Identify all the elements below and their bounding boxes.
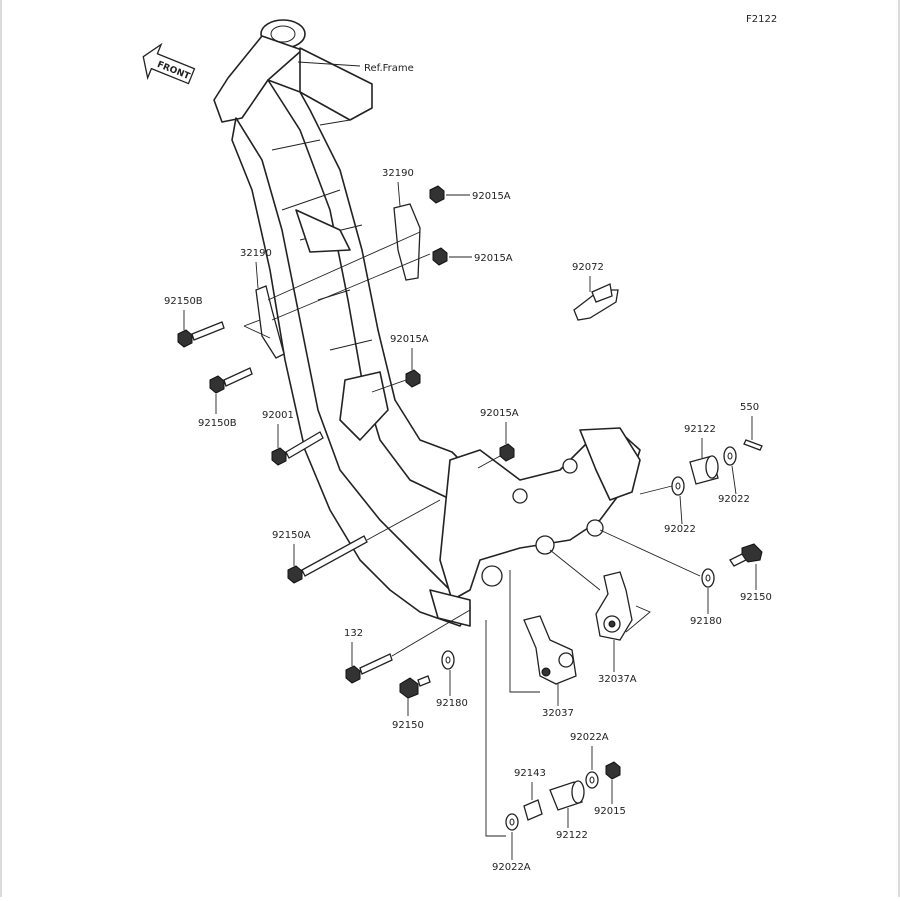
diagram-code: F2122	[746, 14, 777, 25]
part-92150-bottom: 92150	[392, 720, 424, 731]
bolt-92150-right	[729, 543, 763, 567]
washer-92022-right	[723, 446, 737, 466]
part-92150-right: 92150	[740, 592, 772, 603]
main-frame	[213, 19, 641, 627]
part-92001: 92001	[262, 410, 294, 421]
bolt-92001	[271, 431, 324, 466]
washer-92022-right-2	[671, 476, 685, 496]
bolt-92150B-2	[209, 367, 253, 394]
nut-92015A-3	[405, 369, 421, 388]
part-92143: 92143	[514, 768, 546, 779]
ref-frame-label: Ref.Frame	[364, 63, 414, 74]
washer-92022A-1	[585, 771, 599, 789]
right-border	[898, 0, 900, 897]
bolt-132	[345, 653, 393, 684]
bracket-32037	[523, 615, 577, 685]
front-arrow-icon: FRONT	[142, 42, 196, 85]
part-92015A-1: 92015A	[472, 191, 511, 202]
part-92022-right: 92022	[718, 494, 750, 505]
part-92022-right-2: 92022	[664, 524, 696, 535]
pin-550	[743, 439, 763, 451]
part-32190-left: 32190	[240, 248, 272, 259]
part-92022A-1: 92022A	[570, 732, 609, 743]
part-32190-top: 32190	[382, 168, 414, 179]
collar-92122-bottom	[549, 780, 585, 811]
spacer-92143	[523, 799, 543, 821]
washer-92180-bottom	[441, 650, 455, 670]
nut-92015A-4	[499, 443, 515, 462]
collar-92122-right	[689, 455, 719, 485]
nut-92015	[605, 761, 621, 780]
clamp-92072	[573, 283, 619, 321]
left-border	[0, 0, 2, 897]
bolt-92150A	[287, 535, 368, 584]
bolt-92150B-1	[177, 321, 225, 348]
part-92150B-2: 92150B	[198, 418, 237, 429]
part-92180-right: 92180	[690, 616, 722, 627]
bolt-92150-bottom	[399, 675, 431, 699]
part-92072: 92072	[572, 262, 604, 273]
nut-92015A-2	[432, 247, 448, 266]
part-92015A-3: 92015A	[390, 334, 429, 345]
bracket-32037A	[595, 571, 633, 641]
part-92150B-1: 92150B	[164, 296, 203, 307]
part-32037A: 32037A	[598, 674, 637, 685]
part-550: 550	[740, 402, 759, 413]
part-132: 132	[344, 628, 363, 639]
part-92122-bottom: 92122	[556, 830, 588, 841]
part-92122-right: 92122	[684, 424, 716, 435]
part-92180-bottom: 92180	[436, 698, 468, 709]
part-92015A-2: 92015A	[474, 253, 513, 264]
part-32037: 32037	[542, 708, 574, 719]
bracket-32190-left	[255, 285, 285, 359]
washer-92022A-2	[505, 813, 519, 831]
part-92022A-2: 92022A	[492, 862, 531, 873]
part-92150A: 92150A	[272, 530, 311, 541]
washer-92180-right	[701, 568, 715, 588]
nut-92015A-1	[429, 185, 445, 204]
part-92015: 92015	[594, 806, 626, 817]
part-92015A-4: 92015A	[480, 408, 519, 419]
